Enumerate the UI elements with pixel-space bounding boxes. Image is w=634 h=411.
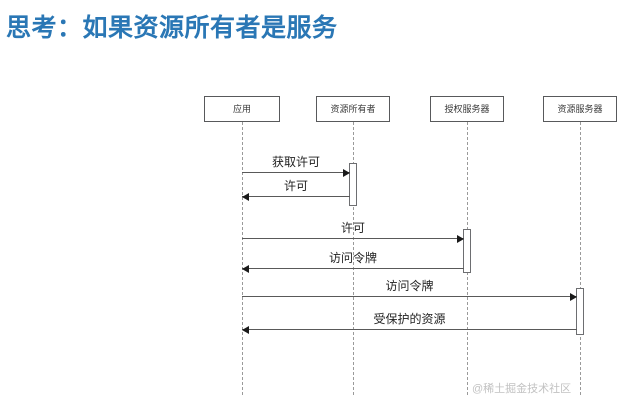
activation-bar-1 bbox=[349, 163, 357, 206]
message-label-4: 访问令牌 bbox=[328, 251, 377, 265]
message-label-1: 获取许可 bbox=[271, 155, 320, 169]
message-line-4 bbox=[242, 268, 464, 269]
lifeline-2 bbox=[353, 122, 354, 395]
message-line-3 bbox=[242, 238, 464, 239]
participant-label: 资源所有者 bbox=[330, 103, 376, 114]
message-line-5 bbox=[242, 296, 577, 297]
participant-box-3[interactable]: 授权服务器 bbox=[430, 96, 504, 122]
lifeline-4 bbox=[580, 122, 581, 395]
message-label-5: 访问令牌 bbox=[385, 279, 434, 293]
lifeline-1 bbox=[242, 122, 243, 395]
message-line-6 bbox=[242, 329, 577, 330]
participant-label: 授权服务器 bbox=[444, 103, 490, 114]
message-label-2: 许可 bbox=[283, 179, 308, 193]
message-line-2 bbox=[242, 196, 350, 197]
participant-box-2[interactable]: 资源所有者 bbox=[316, 96, 390, 122]
activation-bar-3 bbox=[576, 288, 584, 335]
message-label-6: 受保护的资源 bbox=[373, 312, 446, 326]
arrow-head-right-3 bbox=[457, 234, 464, 243]
activation-bar-2 bbox=[463, 229, 471, 273]
participant-label: 资源服务器 bbox=[557, 103, 603, 114]
participant-box-1[interactable]: 应用 bbox=[204, 96, 280, 122]
page-title: 思考：如果资源所有者是服务 bbox=[6, 14, 338, 42]
participant-label: 应用 bbox=[232, 103, 251, 114]
message-label-3: 许可 bbox=[340, 221, 365, 235]
arrow-head-left-2 bbox=[242, 192, 249, 201]
watermark: @稀土掘金技术社区 bbox=[472, 383, 572, 395]
arrow-head-left-4 bbox=[242, 264, 249, 273]
arrow-head-right-5 bbox=[570, 292, 577, 301]
arrow-head-right-1 bbox=[343, 168, 350, 177]
message-line-1 bbox=[242, 172, 350, 173]
arrow-head-left-6 bbox=[242, 325, 249, 334]
participant-box-4[interactable]: 资源服务器 bbox=[543, 96, 617, 122]
